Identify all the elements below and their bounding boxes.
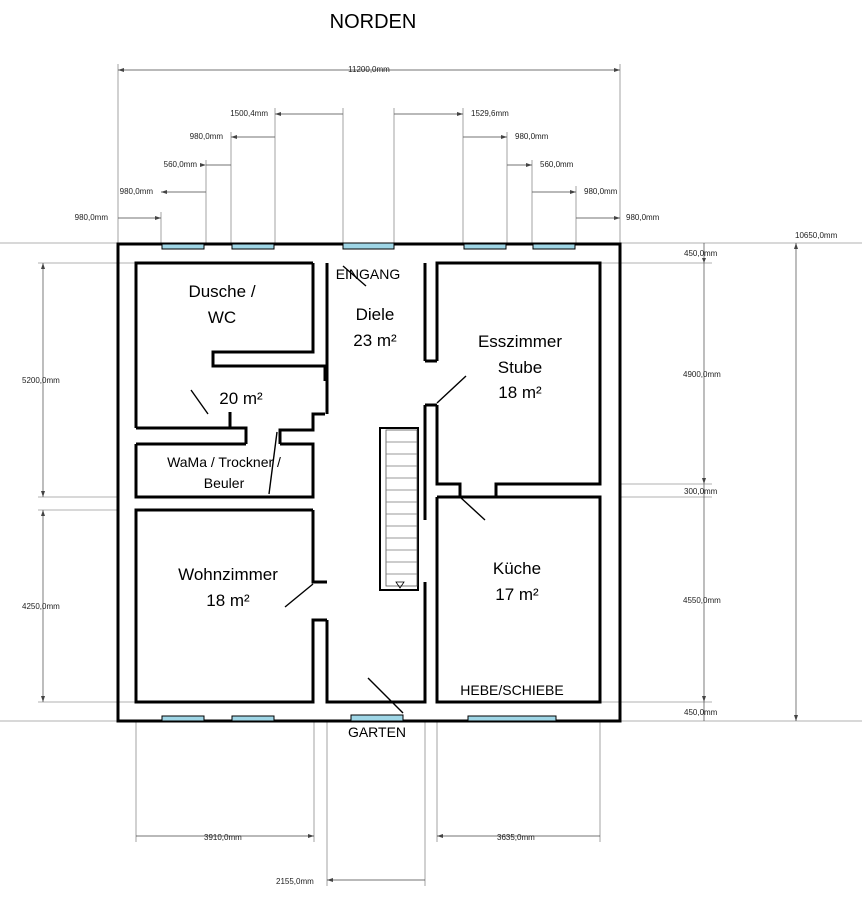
room-bad-area: 20 m² <box>219 389 263 408</box>
dim-top-right-5: 980,0mm <box>626 213 660 222</box>
garden-door <box>350 714 404 722</box>
room-dusche-line1: Dusche / <box>188 282 255 301</box>
dim-right-5: 450,0mm <box>684 708 718 717</box>
window-top-2 <box>231 243 275 250</box>
window-bottom-2 <box>231 715 275 722</box>
room-kueche-name: Küche <box>493 559 541 578</box>
dim-top-left-1: 980,0mm <box>75 213 109 222</box>
room-wama-line1: WaMa / Trockner / <box>167 454 281 470</box>
dim-bottom-2: 3635,0mm <box>497 833 535 842</box>
room-dusche-line2: WC <box>208 308 236 327</box>
dim-top-right-4: 980,0mm <box>584 187 618 196</box>
window-top-3 <box>463 243 507 250</box>
window-top-4 <box>532 243 576 250</box>
dim-top-left-4: 980,0mm <box>190 132 224 141</box>
label-hebeschiebe: HEBE/SCHIEBE <box>460 682 563 698</box>
room-esszimmer-line1: Esszimmer <box>478 332 562 351</box>
staircase <box>379 427 419 591</box>
entrance-door <box>342 242 395 250</box>
dim-bottom-1: 3910,0mm <box>204 833 242 842</box>
windows <box>161 242 576 722</box>
room-kueche-area: 17 m² <box>495 585 539 604</box>
door-swings <box>190 265 486 714</box>
dim-right-2: 4900,0mm <box>683 370 721 379</box>
dim-right-4: 4550,0mm <box>683 596 721 605</box>
room-wama-line2: Beuler <box>204 475 245 491</box>
right-dimensions: 450,0mm 4900,0mm 300,0mm 4550,0mm 450,0m… <box>600 243 798 721</box>
dim-left-2: 4250,0mm <box>22 602 60 611</box>
room-labels: Dusche / WC 20 m² WaMa / Trockner / Beul… <box>167 266 564 740</box>
dim-top-right-2: 980,0mm <box>515 132 549 141</box>
room-esszimmer-area: 18 m² <box>498 383 542 402</box>
room-diele-area: 23 m² <box>353 331 397 350</box>
bottom-dimensions: 3910,0mm 3635,0mm 2155,0mm <box>135 721 601 886</box>
dim-left-1: 5200,0mm <box>22 376 60 385</box>
window-bottom-1 <box>161 715 205 722</box>
dim-total-width: 11200,0mm <box>348 65 390 74</box>
sliding-door <box>467 715 557 722</box>
plan-title: NORDEN <box>330 11 417 33</box>
stair-arrow-icon <box>395 581 405 589</box>
dim-top-left-2: 980,0mm <box>120 187 154 196</box>
dim-top-right-3: 560,0mm <box>540 160 574 169</box>
label-eingang: EINGANG <box>336 266 401 282</box>
dim-top-left-3: 560,0mm <box>164 160 198 169</box>
dim-total-depth: 10650,0mm <box>795 231 838 240</box>
room-esszimmer-line2: Stube <box>498 358 542 377</box>
room-diele-name: Diele <box>356 305 395 324</box>
left-dimensions: 5200,0mm 4250,0mm <box>22 262 136 703</box>
room-wohnzimmer-name: Wohnzimmer <box>178 565 278 584</box>
dim-right-3: 300,0mm <box>684 487 718 496</box>
room-wohnzimmer-area: 18 m² <box>206 591 250 610</box>
dim-top-left-5: 1500,4mm <box>230 109 268 118</box>
window-top-1 <box>161 243 205 250</box>
dim-top-right-1: 1529,6mm <box>471 109 509 118</box>
dim-bottom-3: 2155,0mm <box>276 877 314 886</box>
dim-right-1: 450,0mm <box>684 249 718 258</box>
top-dimensions: 11200,0mm 980,0mm 980,0mm 560,0mm 980,0m… <box>75 64 660 244</box>
label-garten: GARTEN <box>348 724 406 740</box>
